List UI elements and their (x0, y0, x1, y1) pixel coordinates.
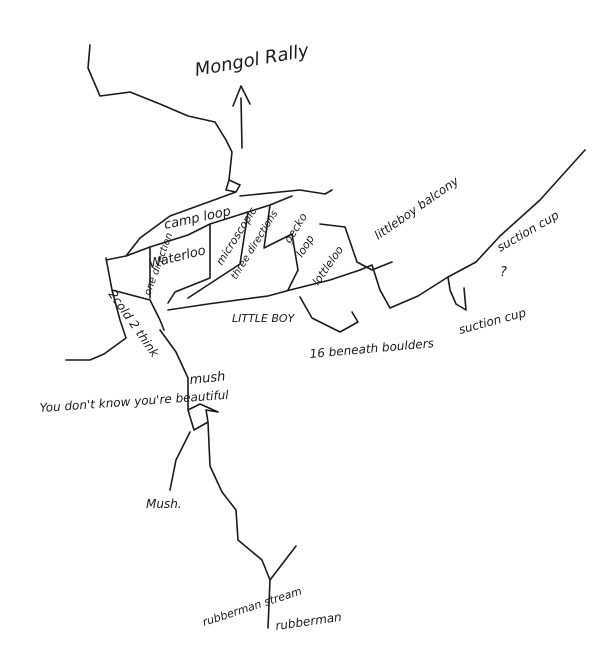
passage-entrance (87, 44, 233, 181)
label-mush-lower: Mush. (146, 497, 182, 511)
passage-suction-cup (447, 276, 467, 311)
passage-main-trunk (167, 149, 586, 311)
direction-arrow (232, 85, 251, 149)
passage-microscopic (187, 195, 299, 299)
label-little-boy: LITTLE BOY (232, 312, 296, 325)
label-two-cold-to-think: 2cold 2 think (106, 288, 163, 361)
label-suction-cup-bottom: suction cup (457, 305, 528, 337)
label-rubberman: rubberman (274, 610, 342, 633)
survey-labels: Mongol Rally camp loop Waterloo one dire… (39, 40, 561, 633)
passage-mush (159, 329, 297, 629)
label-question: ? (500, 265, 507, 280)
passage-beneath-boulders (299, 296, 359, 333)
passage-left-wall (65, 257, 165, 361)
label-camp-loop: camp loop (163, 204, 233, 233)
label-mongol-rally: Mongol Rally (193, 40, 311, 81)
label-littleboy-balcony: littleboy balcony (372, 173, 462, 242)
label-beneath-boulders: 16 beneath boulders (309, 336, 434, 361)
passages (65, 44, 586, 629)
passage-camp-loop (105, 179, 333, 261)
label-you-dont-know: You don't know you're beautiful (39, 388, 230, 415)
label-mush-upper: mush (189, 369, 226, 388)
passage-lottleloo (319, 223, 393, 271)
